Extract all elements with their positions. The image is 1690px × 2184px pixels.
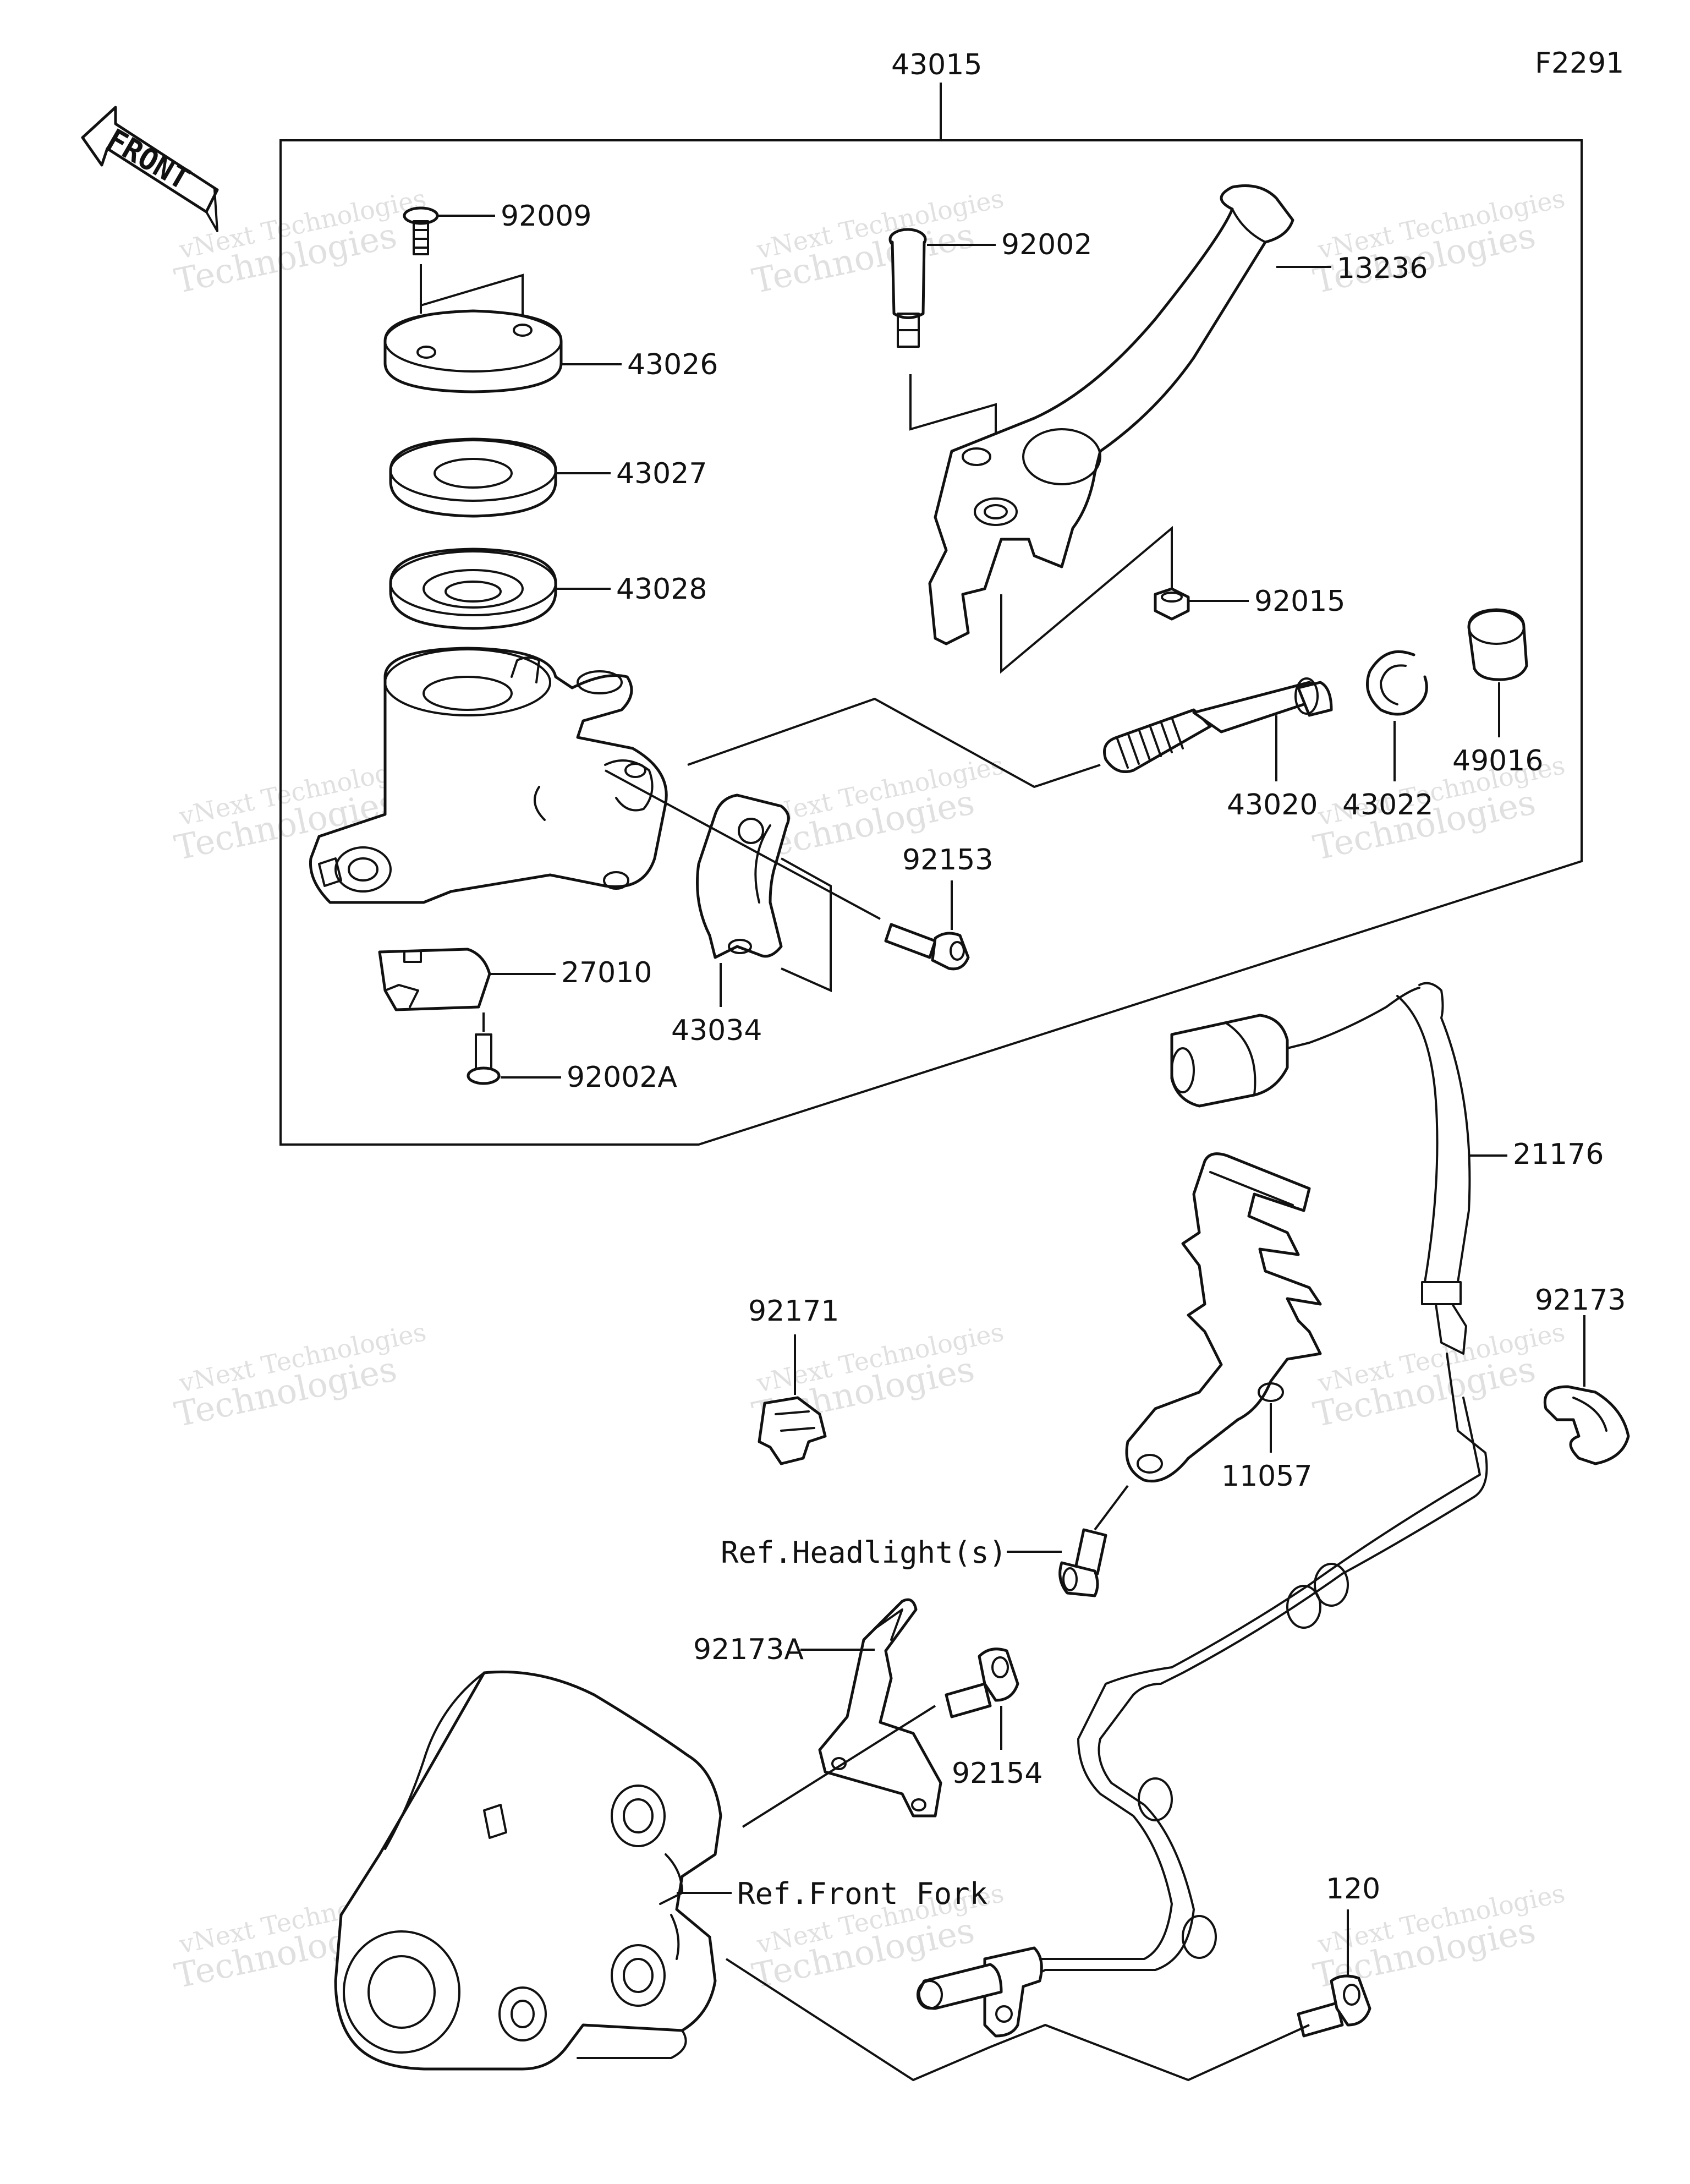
diagram-code: F2291 <box>1535 47 1624 80</box>
bolt-92153-icon <box>884 923 970 971</box>
callout-92002[interactable]: 92002 <box>1001 228 1092 261</box>
leader-line <box>1094 1485 1129 1531</box>
piston-kit-icon <box>1103 677 1333 773</box>
callout-43022[interactable]: 43022 <box>1342 789 1433 822</box>
speed-sensor-cable-icon <box>917 982 1488 2038</box>
headlight-bolt-icon <box>1058 1528 1107 1597</box>
front-label: FRONT <box>101 122 196 197</box>
watermark-top-mid: vNext Technologies Technologies <box>749 183 1006 302</box>
master-cylinder-body-icon <box>309 647 668 904</box>
callout-92009[interactable]: 92009 <box>501 200 591 233</box>
callout-120[interactable]: 120 <box>1326 1873 1380 1906</box>
reservoir-plate-icon <box>389 437 557 518</box>
sensor-bracket-icon <box>1125 1152 1322 1483</box>
callout-92173a[interactable]: 92173A <box>693 1633 804 1666</box>
leader-line <box>725 1958 1310 2082</box>
leader-line <box>687 697 1101 789</box>
callout-21176[interactable]: 21176 <box>1513 1138 1604 1171</box>
callout-43027[interactable]: 43027 <box>616 457 707 490</box>
dust-boot-icon <box>1467 608 1528 681</box>
callout-43026[interactable]: 43026 <box>627 348 718 381</box>
circlip-icon <box>1366 650 1428 716</box>
callout-92002a[interactable]: 92002A <box>567 1061 677 1094</box>
bolt-92154-icon <box>945 1647 1019 1718</box>
callout-11057[interactable]: 11057 <box>1221 1460 1312 1493</box>
callout-92154[interactable]: 92154 <box>952 1757 1042 1790</box>
callout-92153[interactable]: 92153 <box>902 844 993 877</box>
reservoir-cap-icon <box>383 309 563 393</box>
assembly-frame <box>279 139 1583 1146</box>
clip-92173a-icon <box>818 1598 942 1818</box>
watermark-row3-left: vNext Technologies Technologies <box>171 1317 429 1435</box>
clip-92171-icon <box>758 1396 827 1465</box>
callout-43028[interactable]: 43028 <box>616 573 707 606</box>
front-fork-icon <box>334 1670 722 2071</box>
clamp-holder-icon <box>696 793 790 959</box>
callout-49016[interactable]: 49016 <box>1452 745 1543 778</box>
callout-43015[interactable]: 43015 <box>891 48 982 81</box>
bolt-120-icon <box>1297 1974 1371 2038</box>
ref-front-fork[interactable]: Ref.Front Fork <box>737 1876 987 1911</box>
clip-92173-icon <box>1544 1385 1630 1465</box>
diaphragm-icon <box>389 548 557 630</box>
leader-line <box>742 1705 936 1828</box>
callout-27010[interactable]: 27010 <box>561 956 652 989</box>
callout-92171[interactable]: 92171 <box>748 1295 839 1328</box>
screw-92009-icon <box>403 206 439 255</box>
callout-43020[interactable]: 43020 <box>1227 789 1318 822</box>
brake-lever-icon <box>928 184 1294 645</box>
callout-43034[interactable]: 43034 <box>671 1014 762 1047</box>
callout-13236[interactable]: 13236 <box>1337 252 1428 285</box>
leader-line <box>1000 526 1173 674</box>
brake-switch-icon <box>378 948 491 1011</box>
ref-headlight[interactable]: Ref.Headlight(s) <box>721 1535 1007 1570</box>
front-arrow-icon: FRONT <box>81 106 219 232</box>
nut-92015-icon <box>1154 587 1190 621</box>
screw-92002a-icon <box>467 1033 501 1085</box>
callout-92015[interactable]: 92015 <box>1254 585 1345 618</box>
leader-line <box>605 769 881 993</box>
leader-line <box>420 264 524 330</box>
pivot-bolt-92002-icon <box>888 228 927 348</box>
callout-92173[interactable]: 92173 <box>1535 1284 1626 1317</box>
